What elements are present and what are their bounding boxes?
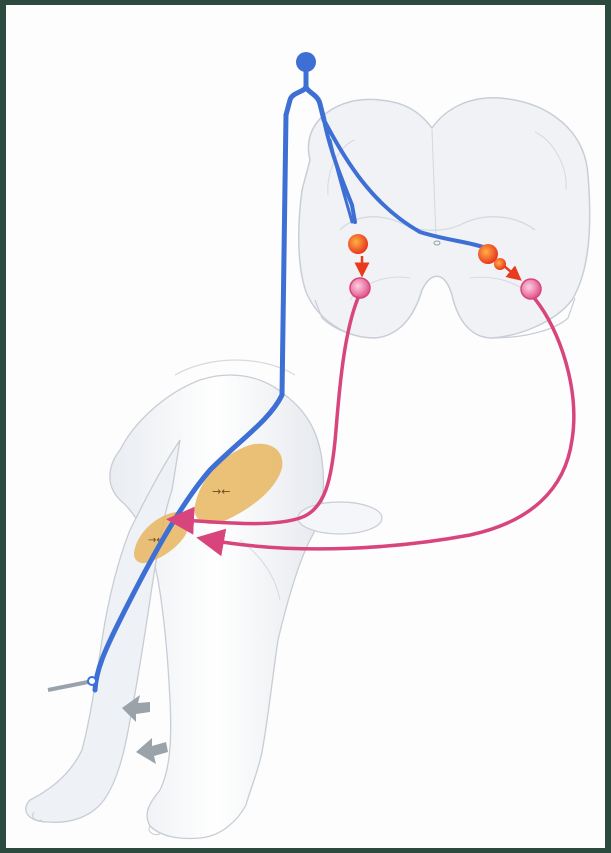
motor-neuron-right bbox=[521, 279, 541, 299]
diagram-frame: →← →← bbox=[6, 5, 605, 848]
svg-text:→←: →← bbox=[212, 485, 230, 498]
sensory-neuron-cell-body-icon bbox=[296, 52, 316, 72]
pin-stimulus-icon bbox=[48, 682, 88, 690]
reflex-diagram: →← →← bbox=[6, 5, 605, 848]
body-outline bbox=[26, 360, 382, 839]
spinal-cord bbox=[299, 98, 590, 338]
stimulus bbox=[48, 677, 96, 690]
motor-neuron-left bbox=[350, 278, 370, 298]
interneuron-synapse-left bbox=[348, 234, 368, 254]
movement-arrow-icon bbox=[136, 738, 168, 764]
